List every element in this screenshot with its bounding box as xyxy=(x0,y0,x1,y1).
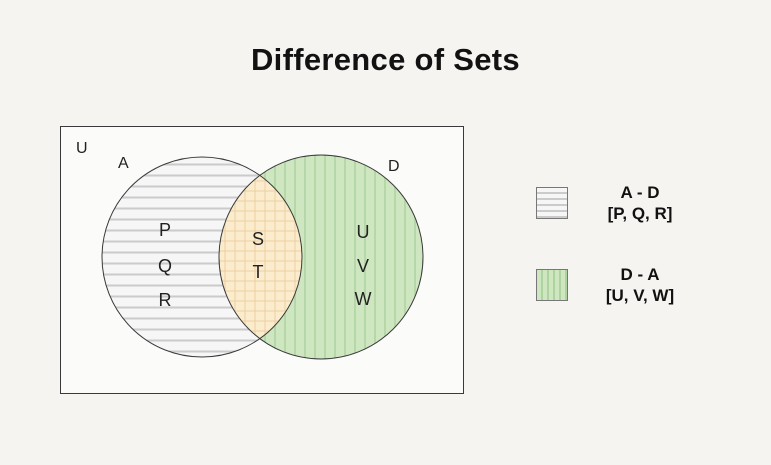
element-r: R xyxy=(159,290,172,310)
element-u: U xyxy=(357,222,370,242)
set-a-outline xyxy=(101,156,303,358)
a-minus-d-label: A - D xyxy=(620,183,660,202)
element-s: S xyxy=(252,229,264,249)
set-d-label: D xyxy=(388,158,400,175)
a-minus-d-elements: [P, Q, R] xyxy=(607,204,673,223)
d-minus-a-elements: [U, V, W] xyxy=(605,286,675,305)
d-minus-a-swatch xyxy=(536,269,568,301)
set-a-label: A xyxy=(118,155,129,172)
venn-diagram: U A D P Q R S T U V W xyxy=(60,126,464,394)
d-minus-a-label: D - A xyxy=(620,265,660,284)
a-minus-d-text: A - D [P, Q, R] xyxy=(596,182,684,224)
d-minus-a-text: D - A [U, V, W] xyxy=(596,264,684,306)
legend-item-a-minus-d: A - D [P, Q, R] xyxy=(536,182,684,224)
page-title: Difference of Sets xyxy=(251,42,520,77)
a-minus-d-swatch xyxy=(536,187,568,219)
element-q: Q xyxy=(158,256,172,276)
element-t: T xyxy=(253,262,264,282)
element-p: P xyxy=(159,220,171,240)
legend-item-d-minus-a: D - A [U, V, W] xyxy=(536,264,684,306)
element-w: W xyxy=(355,289,372,309)
universal-set-label: U xyxy=(76,140,88,157)
set-d-outline xyxy=(218,154,424,360)
element-v: V xyxy=(357,256,369,276)
intersection-region xyxy=(219,157,302,357)
